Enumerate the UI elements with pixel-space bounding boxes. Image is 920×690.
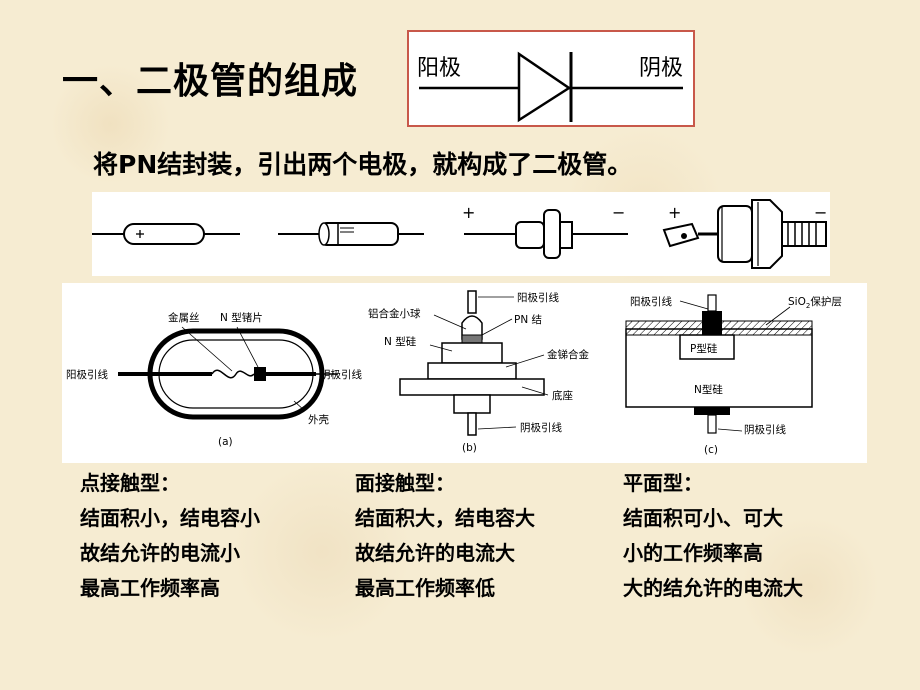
type-junction: 面接触型： 结面积大，结电容大 故结允许的电流大 最高工作频率低 xyxy=(355,466,535,606)
label-n-silicon-b: N 型硅 xyxy=(384,335,417,348)
label-sio2-subscript: 2 xyxy=(806,302,810,310)
label-anode-lead-c: 阳极引线 xyxy=(630,295,672,308)
type-point-contact: 点接触型： 结面积小，结电容小 故结允许的电流小 最高工作频率高 xyxy=(80,466,260,606)
type-line: 大的结允许的电流大 xyxy=(623,576,803,600)
label-pn-junction: PN 结 xyxy=(514,313,542,326)
subtitle: 将PN结封装，引出两个电极，就构成了二极管。 xyxy=(93,150,633,179)
type-line: 故结允许的电流大 xyxy=(355,541,515,565)
label-anode-lead-b: 阳极引线 xyxy=(517,291,559,304)
diode-structure-diagram: 金属丝 N 型锗片 阳极引线 阴极引线 外壳 (a) 阳极引线 铝合金小球 xyxy=(62,283,867,463)
label-cathode-lead-a: 阴极引线 xyxy=(320,368,362,381)
page-title: 一、二极管的组成 xyxy=(62,61,359,102)
label-p-silicon: P型硅 xyxy=(690,342,718,355)
type-line: 结面积可小、可大 xyxy=(623,506,783,530)
type-planar: 平面型： 结面积可小、可大 小的工作频率高 大的结允许的电流大 xyxy=(623,466,803,606)
label-sio2-protect-layer: SiO2保护层 xyxy=(788,295,842,310)
label-shell: 外壳 xyxy=(308,413,329,426)
caption-c: (c) xyxy=(704,444,718,456)
cathode-label: 阴极 xyxy=(638,56,683,81)
type-line: 小的工作频率高 xyxy=(623,541,763,565)
label-metal-wire: 金属丝 xyxy=(168,311,200,324)
type-line: 最高工作频率低 xyxy=(355,576,495,600)
label-protect-layer-text: 保护层 xyxy=(810,295,842,308)
structure-b: 阳极引线 铝合金小球 PN 结 N 型硅 金锑合金 底座 阴极引线 (b) xyxy=(368,290,589,454)
anode-label: 阳极 xyxy=(417,56,462,81)
type-name: 平面型： xyxy=(623,471,703,495)
type-name: 面接触型： xyxy=(355,471,455,495)
caption-a: (a) xyxy=(218,436,233,448)
label-sio2-text: SiO xyxy=(788,296,806,308)
diode-packages-icon: + − + − xyxy=(92,199,827,269)
package4-plus: + xyxy=(668,203,681,222)
structure-c: 阳极引线 SiO2保护层 P型硅 N型硅 阴极引线 (c) xyxy=(625,294,842,456)
diode-symbol-icon xyxy=(419,51,683,123)
diode-packages-strip: + − + − xyxy=(92,192,830,276)
caption-b: (b) xyxy=(462,442,477,454)
type-name: 点接触型： xyxy=(80,471,180,495)
structure-a: 金属丝 N 型锗片 阳极引线 阴极引线 外壳 (a) xyxy=(66,311,362,448)
diode-symbol-box: 阳极 阴极 xyxy=(407,30,695,127)
package3-plus: + xyxy=(462,203,475,222)
structure-drawings-icon: 金属丝 N 型锗片 阳极引线 阴极引线 外壳 (a) 阳极引线 铝合金小球 xyxy=(66,290,842,456)
type-line: 结面积大，结电容大 xyxy=(355,506,535,530)
type-line: 结面积小，结电容小 xyxy=(80,506,260,530)
label-cathode-lead-c: 阴极引线 xyxy=(744,423,786,436)
package3-minus: − xyxy=(612,203,625,222)
label-al-ball: 铝合金小球 xyxy=(368,307,421,320)
label-n-silicon-c: N型硅 xyxy=(694,383,723,396)
label-cathode-lead-b: 阴极引线 xyxy=(520,421,562,434)
type-line: 故结允许的电流小 xyxy=(80,541,240,565)
package4-minus: − xyxy=(814,203,827,222)
label-base: 底座 xyxy=(552,389,573,402)
label-n-germanium: N 型锗片 xyxy=(220,311,263,324)
type-line: 最高工作频率高 xyxy=(80,576,220,600)
label-anode-lead-a: 阳极引线 xyxy=(66,368,108,381)
label-au-sb-alloy: 金锑合金 xyxy=(547,348,589,361)
